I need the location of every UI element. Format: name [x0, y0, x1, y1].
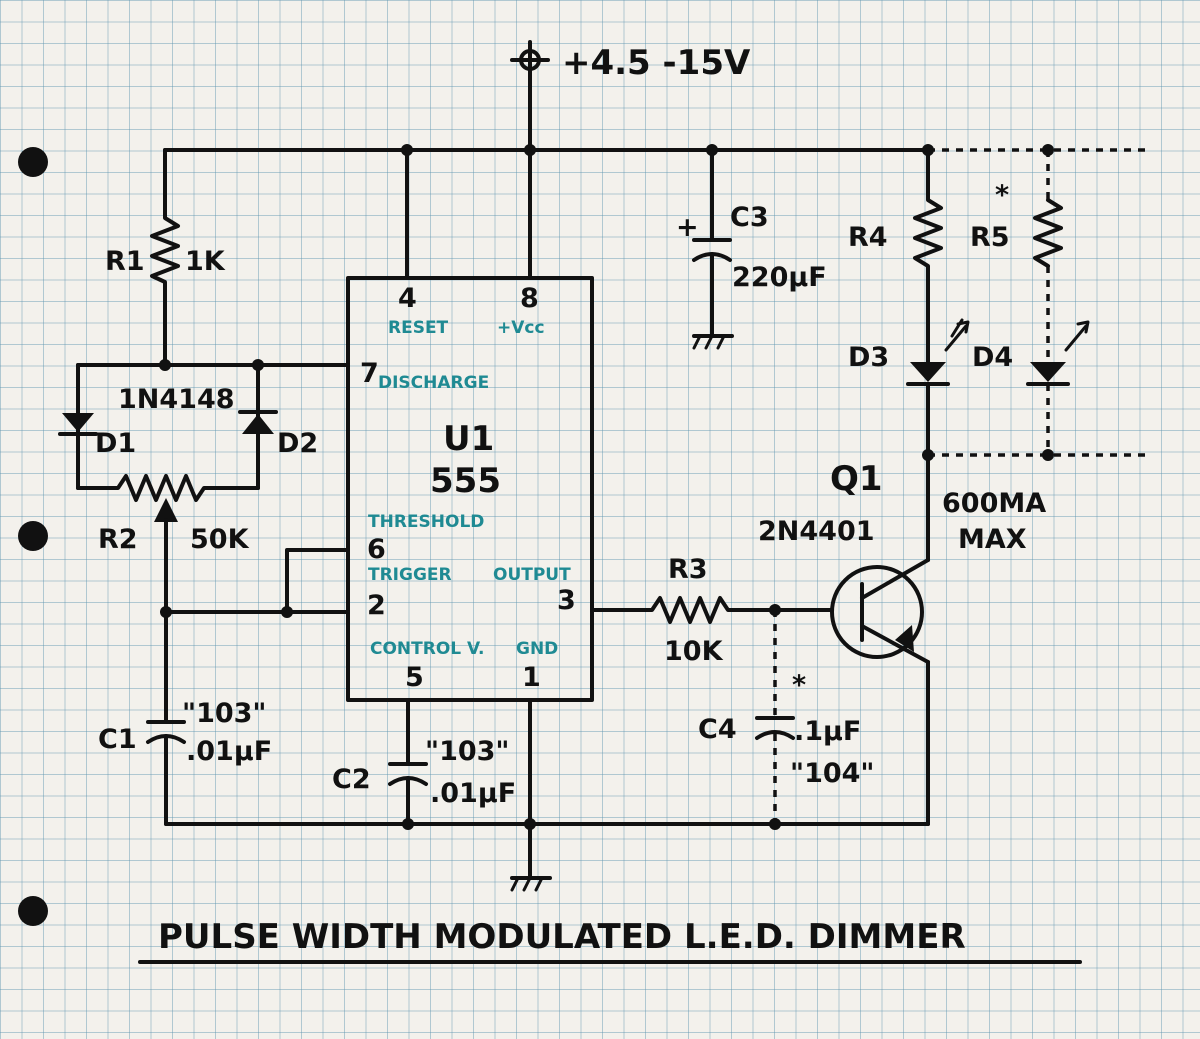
binder-hole-middle	[18, 521, 48, 551]
pin3-label: OUTPUT	[493, 565, 571, 585]
pin8-number: 8	[520, 283, 539, 314]
q1-transistor	[830, 558, 930, 664]
r2-value: 50K	[190, 524, 250, 555]
c2-code: "103"	[425, 736, 510, 767]
d3-led	[906, 318, 970, 386]
supply-voltage-label: +4.5 -15V	[562, 43, 751, 83]
pin6-label: THRESHOLD	[368, 512, 484, 532]
pin2-number: 2	[367, 590, 386, 621]
u1-ref: U1	[443, 419, 494, 459]
pin6-wire	[285, 548, 350, 614]
c4-capacitor	[755, 716, 795, 740]
c4-value: .1μF	[794, 716, 861, 747]
r1-ref: R1	[105, 246, 145, 277]
diode-part-label: 1N4148	[118, 384, 235, 415]
r4-ref: R4	[848, 222, 888, 253]
c4-ref: C4	[698, 714, 737, 745]
pin4-number: 4	[398, 283, 417, 314]
c2-ref: C2	[332, 764, 371, 795]
pin8-label: +Vcc	[497, 318, 545, 338]
u1-555-ic	[346, 276, 594, 702]
d1-diode	[58, 413, 98, 436]
pin1-label: GND	[516, 639, 558, 659]
pin7-label: DISCHARGE	[378, 373, 489, 393]
pin7-number: 7	[360, 358, 379, 389]
pin4-label: RESET	[388, 318, 449, 338]
r4-resistor	[913, 148, 943, 364]
d4-ref: D4	[972, 342, 1013, 373]
r5-resistor	[1033, 198, 1063, 268]
r3-resistor	[590, 596, 834, 624]
c4-mark: *	[792, 670, 806, 701]
q1-note-line2: MAX	[958, 524, 1027, 555]
d4-led	[1026, 320, 1090, 386]
c1-ref: C1	[98, 724, 137, 755]
r1-value: 1K	[185, 246, 226, 277]
c3-ground-symbol	[692, 334, 734, 350]
r3-ref: R3	[668, 554, 708, 585]
c1-code: "103"	[182, 698, 267, 729]
c1-value: .01μF	[186, 736, 272, 767]
pin5-label: CONTROL V.	[370, 639, 484, 659]
r2-wiper-arrow	[154, 498, 178, 522]
u1-part: 555	[430, 461, 501, 501]
pin3-number: 3	[557, 585, 576, 616]
c3-ref: C3	[730, 202, 769, 233]
r2-ref: R2	[98, 524, 138, 555]
pin6-number: 6	[367, 534, 386, 565]
binder-hole-top	[18, 147, 48, 177]
d2-ref: D2	[277, 428, 318, 459]
q1-note-line1: 600MA	[942, 488, 1046, 519]
supply-terminal	[510, 40, 550, 152]
r5-ref: R5	[970, 222, 1010, 253]
junction-dots	[159, 144, 1054, 830]
pin2-label: TRIGGER	[368, 565, 452, 585]
q1-ref: Q1	[830, 459, 883, 499]
c3-value: 220μF	[732, 262, 827, 293]
d3-ref: D3	[848, 342, 889, 373]
c2-value: .01μF	[430, 778, 516, 809]
main-ground-symbol	[510, 876, 552, 892]
r1-resistor	[150, 148, 180, 367]
d2-diode	[238, 410, 278, 434]
diagram-title: PULSE WIDTH MODULATED L.E.D. DIMMER	[158, 917, 966, 957]
c4-code: "104"	[790, 758, 875, 789]
binder-hole-bottom	[18, 896, 48, 926]
d1-ref: D1	[95, 428, 136, 459]
pin1-number: 1	[522, 662, 541, 693]
c3-polarity: +	[676, 212, 699, 243]
q1-part: 2N4401	[758, 516, 875, 547]
r5-mark: *	[995, 180, 1009, 211]
pin5-number: 5	[405, 662, 424, 693]
r3-value: 10K	[664, 636, 724, 667]
r2-potentiometer	[76, 474, 260, 502]
